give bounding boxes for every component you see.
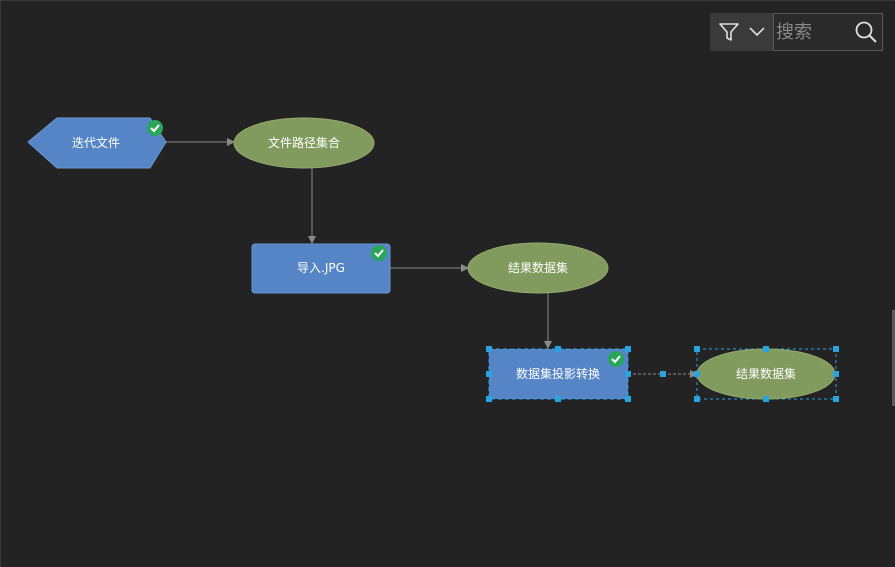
node-iterate-files-label: 迭代文件 [72,135,120,150]
selection-handles[interactable] [694,346,839,402]
connector-handle[interactable] [660,371,666,377]
node-result-dataset-1-label: 结果数据集 [508,260,568,275]
node-import-jpg-label: 导入.JPG [297,261,345,275]
chevron-down-icon [748,27,765,37]
filter-icon [718,23,739,41]
search-toolbar [710,13,883,51]
node-result-dataset-2[interactable]: 结果数据集 [694,346,839,402]
search-input[interactable] [776,21,842,43]
node-iterate-files[interactable]: 迭代文件 [27,117,167,169]
vertical-scrollbar[interactable] [892,310,895,406]
node-dataset-projection[interactable]: 数据集投影转换 [486,346,631,402]
filter-button[interactable] [710,13,773,51]
search-icon[interactable] [854,20,878,44]
node-result-dataset-2-label: 结果数据集 [736,366,796,381]
node-import-jpg[interactable]: 导入.JPG [251,243,391,294]
selection-handles[interactable] [486,346,631,402]
search-box[interactable] [773,13,883,51]
check-icon [147,120,163,136]
check-icon [371,245,387,261]
check-icon [608,351,624,367]
node-result-dataset-1[interactable]: 结果数据集 [467,242,609,294]
node-file-path-set-label: 文件路径集合 [268,135,340,150]
node-file-path-set[interactable]: 文件路径集合 [233,117,375,169]
node-dataset-projection-label: 数据集投影转换 [516,366,600,381]
